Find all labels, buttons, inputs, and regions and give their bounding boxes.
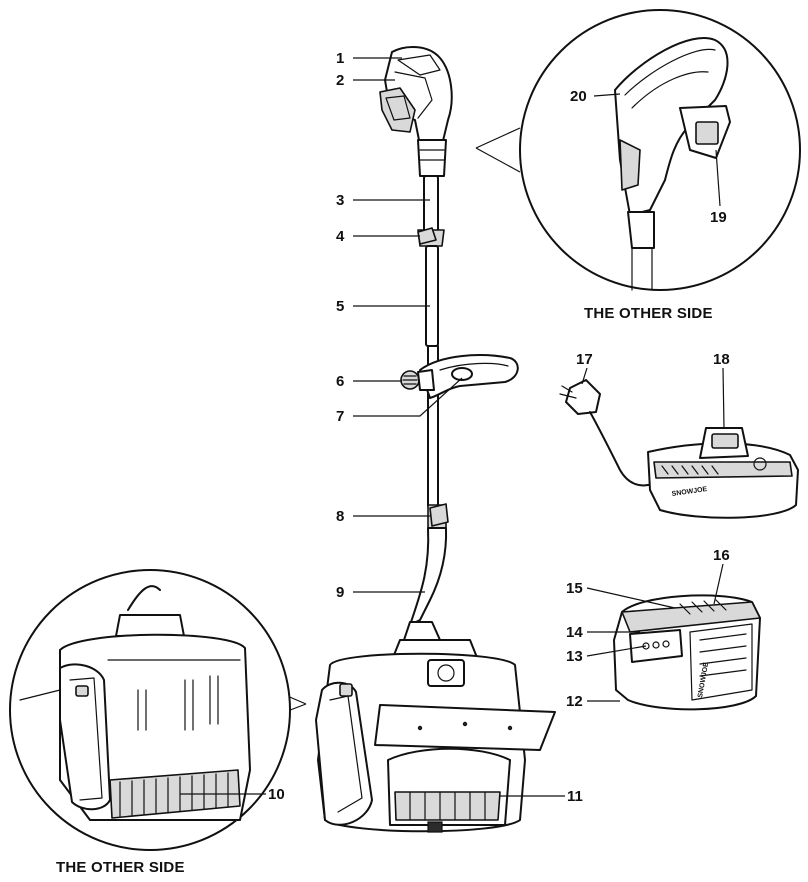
- battery: SNOWJOE: [613, 594, 761, 711]
- top-handle: [379, 46, 453, 177]
- detail-circle-bottom: [9, 569, 307, 851]
- callout-20: 20: [570, 88, 587, 105]
- charger-brand-label: SNOWJOE: [671, 486, 708, 498]
- callout-7: 7: [336, 408, 344, 425]
- shaft-knob-lower: [429, 503, 449, 527]
- callout-4: 4: [336, 228, 345, 245]
- callout-17: 17: [576, 351, 593, 368]
- charger: SNOWJOE: [559, 379, 799, 519]
- callout-3: 3: [336, 192, 344, 209]
- callout-5: 5: [336, 298, 344, 315]
- caption-other-side-bottom: THE OTHER SIDE: [56, 859, 185, 876]
- callout-19: 19: [710, 209, 727, 226]
- shaft: [403, 175, 448, 641]
- callout-10: 10: [268, 786, 285, 803]
- caption-other-side-top: THE OTHER SIDE: [584, 305, 713, 322]
- callout-13: 13: [566, 648, 583, 665]
- callout-1: 1: [336, 50, 344, 67]
- detail-circle-top: [475, 9, 801, 291]
- callout-14: 14: [566, 624, 583, 641]
- scoop-body: [315, 639, 556, 833]
- callout-15: 15: [566, 580, 583, 597]
- callout-leaders: [180, 57, 725, 797]
- callout-9: 9: [336, 584, 344, 601]
- callout-8: 8: [336, 508, 344, 525]
- callout-6: 6: [336, 373, 344, 390]
- callout-16: 16: [713, 547, 730, 564]
- auxiliary-handle: [400, 354, 519, 399]
- callout-11: 11: [567, 788, 583, 805]
- callout-numbers: 1 2 3 4 5 6 7 8 9 10 11 12 13 14 15 16 1…: [268, 50, 730, 805]
- callout-18: 18: [713, 351, 730, 368]
- callout-2: 2: [336, 72, 344, 89]
- callout-12: 12: [566, 693, 583, 710]
- shaft-knob-upper: [417, 227, 437, 245]
